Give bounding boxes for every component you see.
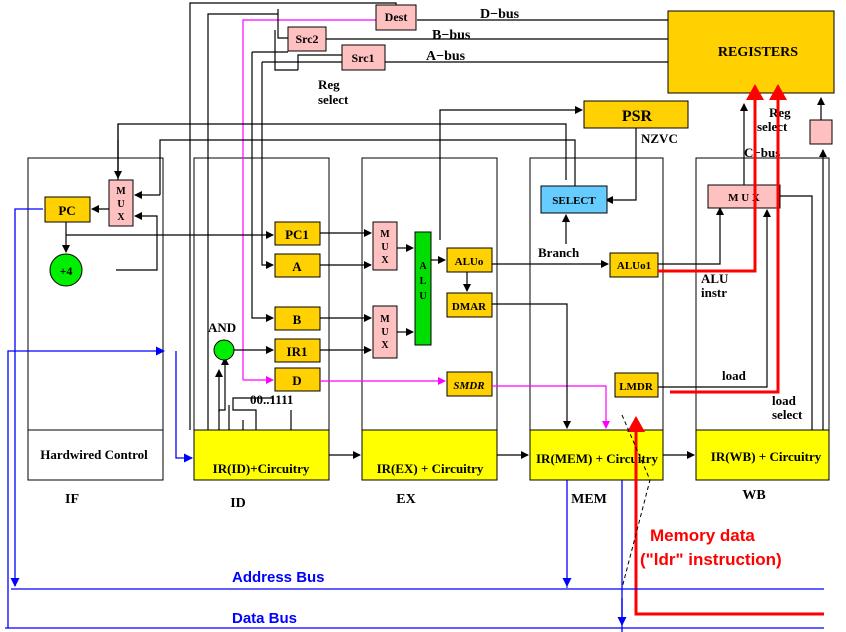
if-mux-letter-u: U bbox=[117, 199, 124, 210]
smdr-label: SMDR bbox=[453, 380, 484, 392]
if-mux-letter-x: X bbox=[117, 212, 125, 223]
c-bus-label: C−bus bbox=[744, 145, 780, 160]
mem-control-label: IR(MEM) + Circuitry bbox=[536, 451, 658, 466]
hardwired-control-label: Hardwired Control bbox=[40, 447, 148, 462]
ex-mux-bottom bbox=[372, 305, 398, 359]
reg-select-label-line2: select bbox=[318, 92, 349, 107]
src1-selector-label: Src1 bbox=[351, 51, 374, 65]
b-bus-label: B−bus bbox=[432, 28, 471, 43]
dest-selector bbox=[375, 4, 417, 31]
ex-mux-bottom-u: U bbox=[381, 327, 388, 338]
dest-selector-label: Dest bbox=[385, 10, 408, 24]
dmar-label: DMAR bbox=[452, 301, 487, 313]
reg-select-label-line1: Reg bbox=[318, 77, 340, 92]
reg-select-right-line1: Reg bbox=[769, 105, 791, 120]
lmdr-latch bbox=[614, 372, 659, 398]
ex-mux-top-x: X bbox=[381, 255, 389, 266]
src2-selector-label: Src2 bbox=[295, 32, 318, 46]
ex-stage-name: EX bbox=[396, 492, 415, 507]
pc-register bbox=[44, 196, 91, 223]
id-control-label: IR(ID)+Circuitry bbox=[213, 461, 310, 476]
d-bus-label: D−bus bbox=[480, 7, 520, 22]
ex-mux-top-m: M bbox=[380, 229, 390, 240]
id-control-box bbox=[193, 429, 330, 481]
if-stage-name: IF bbox=[65, 492, 79, 507]
alu-letter-u: U bbox=[419, 291, 426, 302]
registers-label: REGISTERS bbox=[718, 45, 798, 60]
ex-control-box bbox=[361, 429, 498, 481]
hardwired-control-box bbox=[27, 429, 164, 481]
alu-letter-l: L bbox=[420, 276, 427, 287]
memory-data-path bbox=[627, 416, 824, 616]
mem-stage-name: MEM bbox=[571, 492, 607, 507]
alu-writeback-path bbox=[658, 84, 764, 273]
alu-letter-a: A bbox=[419, 261, 427, 272]
load-select-label-line1: load bbox=[772, 393, 797, 408]
plus4-adder bbox=[49, 253, 83, 287]
alu-instr-label-line2: instr bbox=[701, 285, 727, 300]
aluo1-label: ALUo1 bbox=[617, 260, 651, 272]
dmar-latch bbox=[446, 292, 493, 318]
load-writeback-path bbox=[670, 84, 787, 394]
ex-mux-bottom-x: X bbox=[381, 340, 389, 351]
d-bus-wire bbox=[242, 19, 376, 380]
and-gate bbox=[213, 339, 235, 361]
nzvc-label: NZVC bbox=[641, 131, 678, 146]
address-bus-label: Address Bus bbox=[232, 569, 325, 586]
plus4-label: +4 bbox=[60, 264, 73, 278]
reg-select-box bbox=[809, 119, 833, 145]
pc-label: PC bbox=[58, 203, 75, 218]
const-bits-label: 00..1111 bbox=[250, 392, 293, 407]
memory-data-label-line2: ("ldr" instruction) bbox=[640, 550, 782, 569]
wb-mux-label: M U X bbox=[728, 192, 760, 204]
ex-mux-bottom-m: M bbox=[380, 314, 390, 325]
ex-control-label: IR(EX) + Circuitry bbox=[377, 461, 484, 476]
if-mux bbox=[108, 179, 134, 227]
memory-data-label-line1: Memory data bbox=[650, 526, 755, 545]
lmdr-label: LMDR bbox=[619, 381, 654, 393]
psr-label: PSR bbox=[622, 108, 653, 125]
load-select-label-line2: select bbox=[772, 407, 803, 422]
if-mux-letter-m: M bbox=[116, 186, 126, 197]
smdr-latch bbox=[446, 371, 493, 397]
ex-mux-top bbox=[372, 221, 398, 271]
reg-select-right-line2: select bbox=[757, 119, 788, 134]
alu-instr-label-line1: ALU bbox=[701, 271, 729, 286]
load-label: load bbox=[722, 368, 747, 383]
src1-selector bbox=[341, 44, 386, 71]
wb-stage-name: WB bbox=[742, 488, 765, 503]
select-label: SELECT bbox=[552, 195, 596, 207]
aluo1-latch bbox=[609, 252, 659, 278]
psr-register bbox=[583, 100, 689, 129]
ex-mux-top-u: U bbox=[381, 242, 388, 253]
aluo-latch bbox=[446, 247, 493, 273]
ir1-label: IR1 bbox=[287, 344, 308, 359]
aluo-label: ALUo bbox=[455, 256, 484, 268]
id-stage-name: ID bbox=[230, 496, 246, 511]
wb-control-label: IR(WB) + Circuitry bbox=[711, 449, 822, 464]
d-latch bbox=[274, 367, 321, 392]
a-latch-label: A bbox=[292, 259, 302, 274]
alu-unit bbox=[414, 231, 432, 346]
select-box bbox=[540, 185, 608, 214]
and-label: AND bbox=[208, 320, 236, 335]
d-latch-label: D bbox=[292, 373, 301, 388]
branch-label: Branch bbox=[538, 245, 580, 260]
pc1-label: PC1 bbox=[285, 227, 309, 242]
a-bus-label: A−bus bbox=[426, 49, 466, 64]
registers-block bbox=[667, 10, 835, 94]
b-latch-label: B bbox=[293, 312, 302, 327]
data-bus-label: Data Bus bbox=[232, 610, 297, 627]
src2-selector bbox=[287, 26, 327, 52]
wb-control-box bbox=[695, 429, 830, 481]
